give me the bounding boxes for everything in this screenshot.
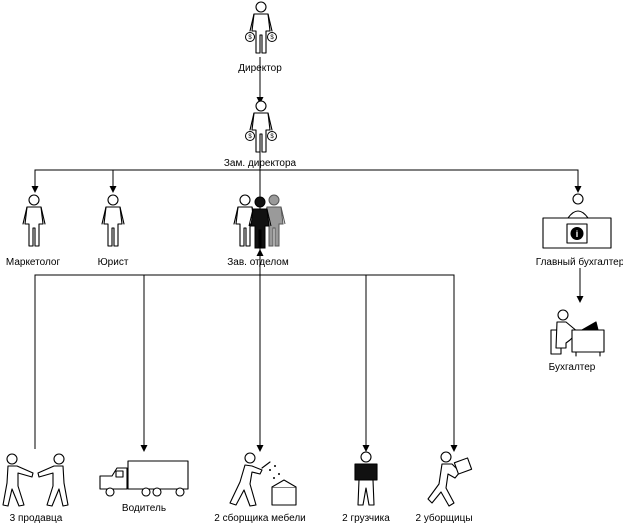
node-director: $ $ Директор	[238, 1, 282, 74]
loaders-label: 2 грузчика	[342, 513, 390, 524]
node-marketer: Маркетолог	[6, 194, 61, 268]
lawyer-label: Юрист	[98, 257, 129, 268]
head-of-dept-label: Зав. отделом	[227, 257, 289, 268]
node-lawyer: Юрист	[98, 194, 129, 268]
truck-icon	[99, 460, 189, 497]
sellers-label: 3 продавца	[10, 513, 63, 524]
money-symbol: $	[248, 35, 252, 41]
node-driver: Водитель	[99, 460, 189, 514]
assembler-figure-icon	[229, 452, 297, 507]
money-symbol: $	[270, 35, 274, 41]
director-figure-icon	[249, 1, 273, 54]
money-symbol: $	[270, 134, 274, 140]
node-assemblers: 2 сборщика мебели	[214, 452, 306, 524]
handshake-figures-icon	[2, 453, 69, 507]
sparks-icon	[269, 465, 280, 479]
deputy-figure-icon	[249, 100, 273, 153]
lawyer-figure-icon	[101, 194, 125, 247]
node-sellers: 3 продавца	[2, 453, 69, 524]
chief-accountant-label: Главный бухгалтер	[536, 256, 623, 268]
info-symbol: i	[576, 229, 579, 239]
marketer-label: Маркетолог	[6, 257, 61, 268]
node-accountant: Бухгалтер	[549, 309, 605, 373]
node-loaders: 2 грузчика	[342, 451, 390, 524]
loader-figure-icon	[354, 451, 378, 506]
node-chief-accountant: i Главный бухгалтер	[536, 193, 623, 268]
assemblers-label: 2 сборщика мебели	[214, 512, 306, 524]
driver-label: Водитель	[122, 503, 166, 514]
cleaner-figure-icon	[427, 451, 473, 507]
accountant-label: Бухгалтер	[549, 362, 596, 373]
cleaners-label: 2 уборщицы	[415, 512, 472, 524]
node-deputy: $ $ Зам. директора	[224, 100, 297, 169]
deputy-label: Зам. директора	[224, 158, 297, 169]
node-head-of-dept: Зав. отделом	[227, 194, 289, 268]
info-icon: i	[570, 227, 584, 240]
director-label: Директор	[238, 63, 282, 74]
marketer-figure-icon	[22, 194, 46, 247]
money-symbol: $	[248, 134, 252, 140]
node-cleaners: 2 уборщицы	[415, 451, 473, 524]
connectors	[31, 57, 584, 452]
accountant-figure-icon	[550, 309, 605, 357]
